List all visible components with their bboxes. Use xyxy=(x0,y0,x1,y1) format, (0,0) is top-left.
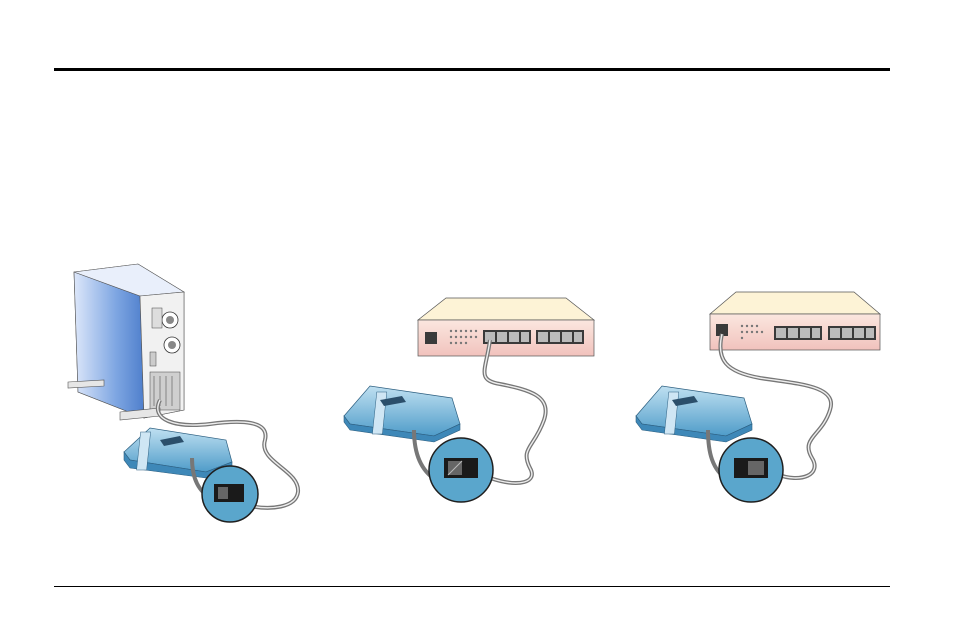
modem-icon xyxy=(344,386,460,442)
hub-icon xyxy=(710,292,880,350)
modem-icon xyxy=(636,386,752,442)
switch-closeup-icon xyxy=(429,438,493,502)
panel-pc xyxy=(68,264,298,522)
panel-hub-2 xyxy=(636,292,880,502)
ethernet-cable-icon xyxy=(485,340,546,483)
panel-hub-1 xyxy=(344,298,594,502)
desktop-tower-icon xyxy=(68,264,184,420)
switch-closeup-icon xyxy=(719,438,783,502)
hub-icon xyxy=(418,298,594,356)
switch-closeup-icon xyxy=(202,466,258,522)
